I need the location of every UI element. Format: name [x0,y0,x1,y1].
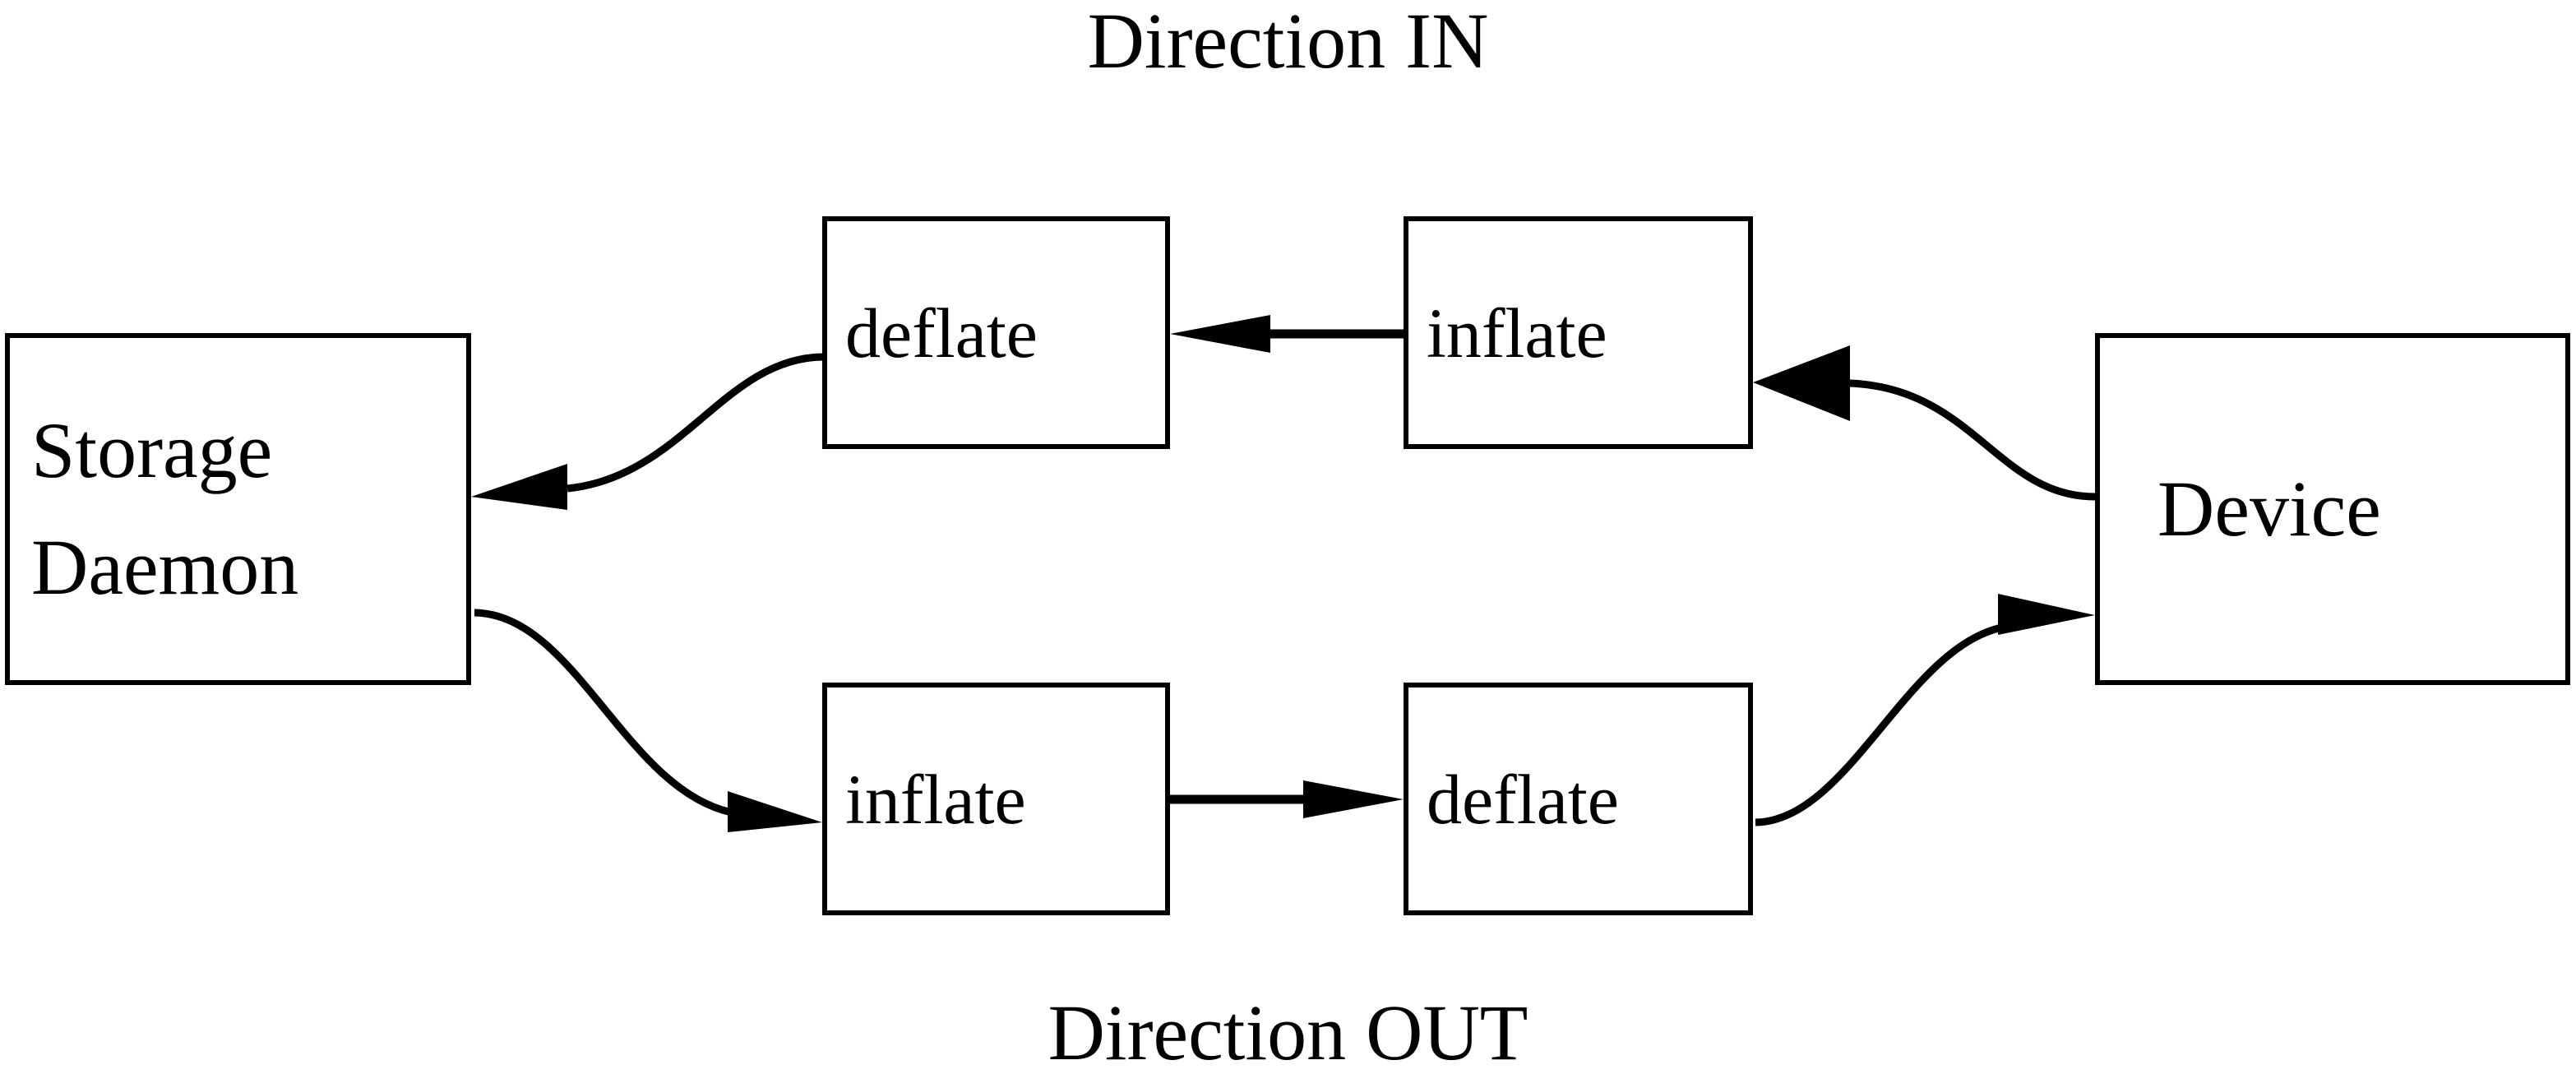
node-deflate-top-label: deflate [845,293,1038,373]
node-storage-daemon-label-line2: Daemon [31,523,299,611]
node-storage-daemon-label-line1: Storage [31,406,273,494]
caption-direction-out: Direction OUT [1048,988,1528,1076]
node-inflate-bottom[interactable]: inflate [822,683,1170,915]
node-deflate-bottom-label: deflate [1427,759,1619,839]
node-storage-daemon[interactable]: Storage Daemon [5,333,471,685]
node-inflate-top[interactable]: inflate [1404,216,1753,449]
node-deflate-top[interactable]: deflate [822,216,1170,449]
edge-inflate-top-to-deflate-top [1170,315,1404,353]
node-inflate-bottom-label: inflate [845,759,1026,839]
node-deflate-bottom[interactable]: deflate [1404,683,1753,915]
edge-inflate-bottom-to-deflate-bottom [1170,780,1404,818]
edge-deflate-bottom-to-device [1755,594,2095,826]
node-inflate-top-label: inflate [1427,293,1607,373]
edge-deflate-top-to-storage-daemon [471,353,823,510]
caption-direction-in: Direction IN [1087,0,1489,85]
node-device-label: Device [2157,465,2381,553]
edge-storage-daemon-to-inflate-bottom [474,609,822,832]
edge-device-to-inflate-top [1753,345,2096,501]
node-device[interactable]: Device [2095,333,2570,685]
